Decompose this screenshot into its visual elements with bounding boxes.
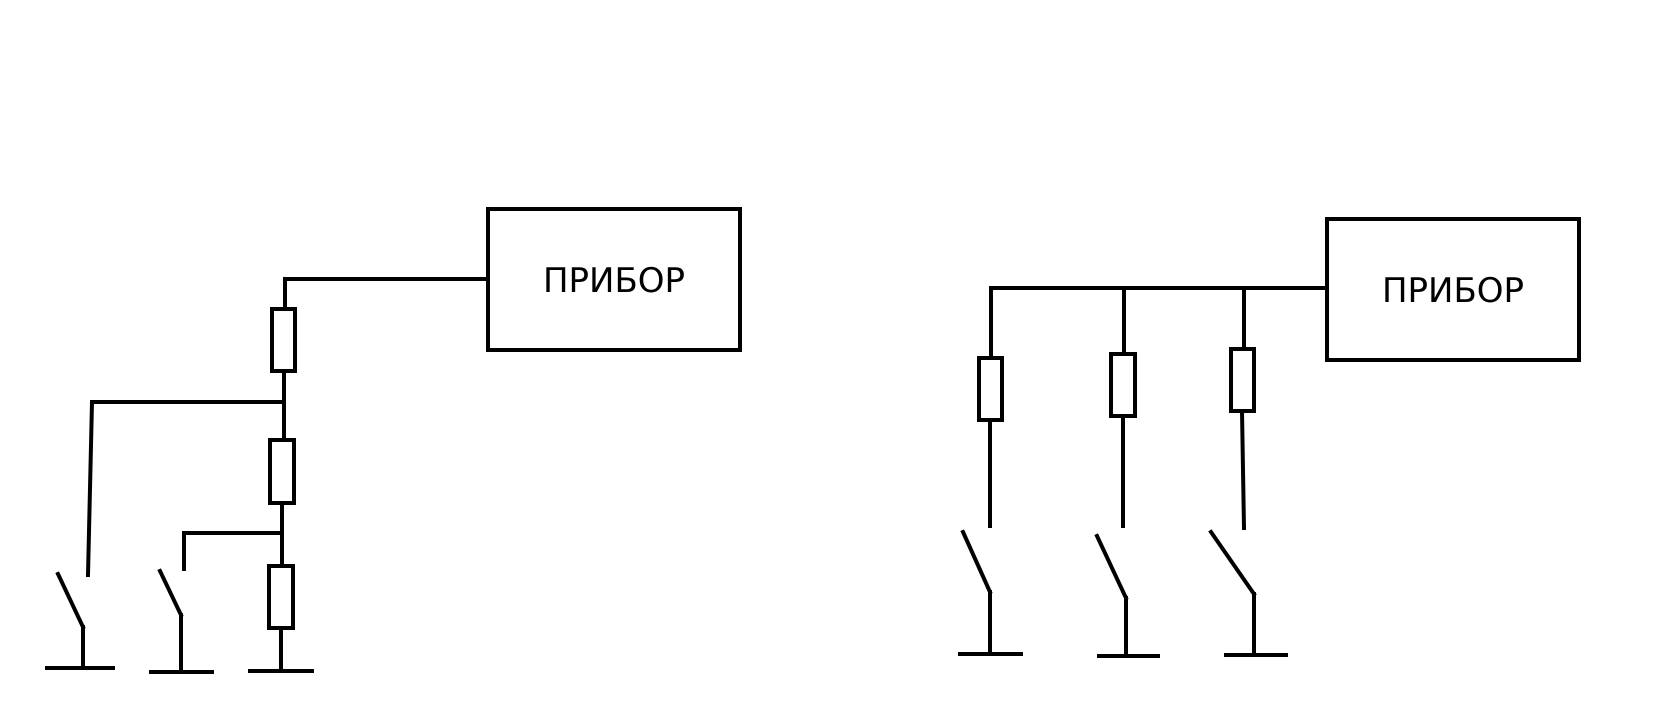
right-switch-3: [1208, 529, 1257, 597]
left-device-label: ПРИБОР: [543, 261, 685, 301]
right-switch-1: [960, 529, 993, 595]
left-tap-1-wire: [85, 400, 286, 578]
right-circuit: ПРИБОР: [958, 217, 1581, 658]
right-switch-2: [1094, 533, 1129, 601]
right-resistor-1: [977, 356, 1004, 422]
right-resistor-3: [1229, 347, 1256, 413]
left-circuit: ПРИБОР: [45, 207, 742, 674]
left-top-wire: [283, 277, 490, 311]
left-switch-2: [157, 568, 184, 618]
left-switch-1: [55, 571, 86, 630]
left-resistor-1: [270, 307, 297, 373]
left-device-box: [486, 207, 742, 352]
right-device-label: ПРИБОР: [1382, 271, 1524, 311]
left-resistor-3: [267, 564, 295, 630]
left-tap-2-wire: [182, 531, 284, 571]
left-resistor-2: [268, 438, 296, 505]
right-branch-3-bottom-wire: [1239, 408, 1247, 531]
right-resistor-2: [1109, 352, 1137, 418]
